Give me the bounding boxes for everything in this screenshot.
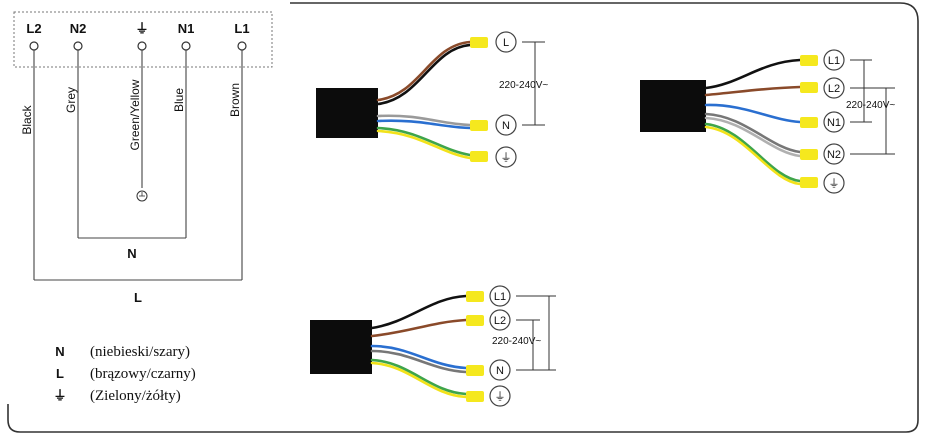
wire-label-brown: Brown — [228, 83, 242, 117]
svg-text:L: L — [503, 37, 509, 49]
frame-border — [7, 2, 919, 433]
legend-key-n: N — [55, 344, 64, 359]
bus-label-l: L — [134, 290, 142, 305]
svg-text:N: N — [496, 365, 504, 377]
legend-text-earth: (Zielony/żółty) — [90, 388, 181, 404]
cable-2-terminal-l2 — [823, 77, 845, 99]
cable-2-terminal-earth — [823, 172, 845, 194]
terminal-block-outline — [13, 11, 273, 68]
cable-3-terminal-n — [489, 359, 511, 381]
wire-label-grey: Grey — [64, 87, 78, 113]
cable-1: L N ⏚ 220-240V~ — [316, 31, 548, 168]
svg-text:⏚: ⏚ — [829, 177, 840, 190]
wire-label-black: Black — [20, 104, 34, 134]
cable-3: L1 L2 N ⏚ 220-240V~ — [310, 285, 556, 407]
cable-3-terminal-earth — [489, 385, 511, 407]
svg-text:L1: L1 — [828, 55, 840, 67]
svg-text:L2: L2 — [494, 315, 506, 327]
cable-1-terminal-earth — [495, 146, 517, 168]
terminal-label-l1: L1 — [234, 21, 249, 36]
legend-text-n: (niebieski/szary) — [90, 344, 190, 360]
cable-3-terminal-l2 — [489, 309, 511, 331]
terminal-schematic: L2 N2 ⏚ N1 L1 Black Grey Green/Yellow Bl… — [13, 11, 273, 305]
svg-text:N1: N1 — [827, 117, 841, 129]
legend-key-earth: ⏚ — [53, 388, 66, 403]
terminal-screw-n1 — [181, 41, 191, 51]
svg-text:L1: L1 — [494, 291, 506, 303]
cable-2-voltage: 220-240V~ — [846, 100, 895, 111]
wire-label-green-yellow: Green/Yellow — [128, 79, 142, 150]
cable-3-sheath — [310, 320, 372, 374]
cable-1-sheath — [316, 88, 378, 138]
terminal-label-n2: N2 — [70, 21, 87, 36]
legend: N (niebieski/szary) L (brązowy/czarny) ⏚… — [53, 344, 195, 404]
legend-key-l: L — [56, 366, 64, 381]
terminal-screw-l2 — [29, 41, 39, 51]
cable-3-voltage: 220-240V~ — [492, 336, 541, 347]
cable-1-terminal-l — [495, 31, 517, 53]
svg-text:L2: L2 — [828, 83, 840, 95]
terminal-screw-l1 — [237, 41, 247, 51]
terminal-label-l2: L2 — [26, 21, 41, 36]
terminal-screw-earth — [137, 41, 147, 51]
svg-text:N: N — [502, 120, 510, 132]
wire-label-blue: Blue — [172, 88, 186, 112]
svg-text:⏚: ⏚ — [495, 390, 506, 403]
cable-1-voltage: 220-240V~ — [499, 80, 548, 91]
cable-2-terminal-n2 — [823, 143, 845, 165]
bus-label-n: N — [127, 246, 136, 261]
cable-2: L1 L2 N1 N2 ⏚ 220-240V~ — [640, 49, 895, 194]
svg-text:⏚: ⏚ — [501, 151, 512, 164]
svg-text:N2: N2 — [827, 149, 841, 161]
legend-text-l: (brązowy/czarny) — [90, 366, 196, 382]
cable-1-terminal-n — [495, 114, 517, 136]
cable-2-terminal-n1 — [823, 111, 845, 133]
cable-3-terminal-l1 — [489, 285, 511, 307]
cable-2-terminal-l1 — [823, 49, 845, 71]
terminal-screw-n2 — [73, 41, 83, 51]
cable-2-sheath — [640, 80, 706, 132]
terminal-label-n1: N1 — [178, 21, 195, 36]
terminal-label-earth: ⏚ — [135, 21, 148, 36]
